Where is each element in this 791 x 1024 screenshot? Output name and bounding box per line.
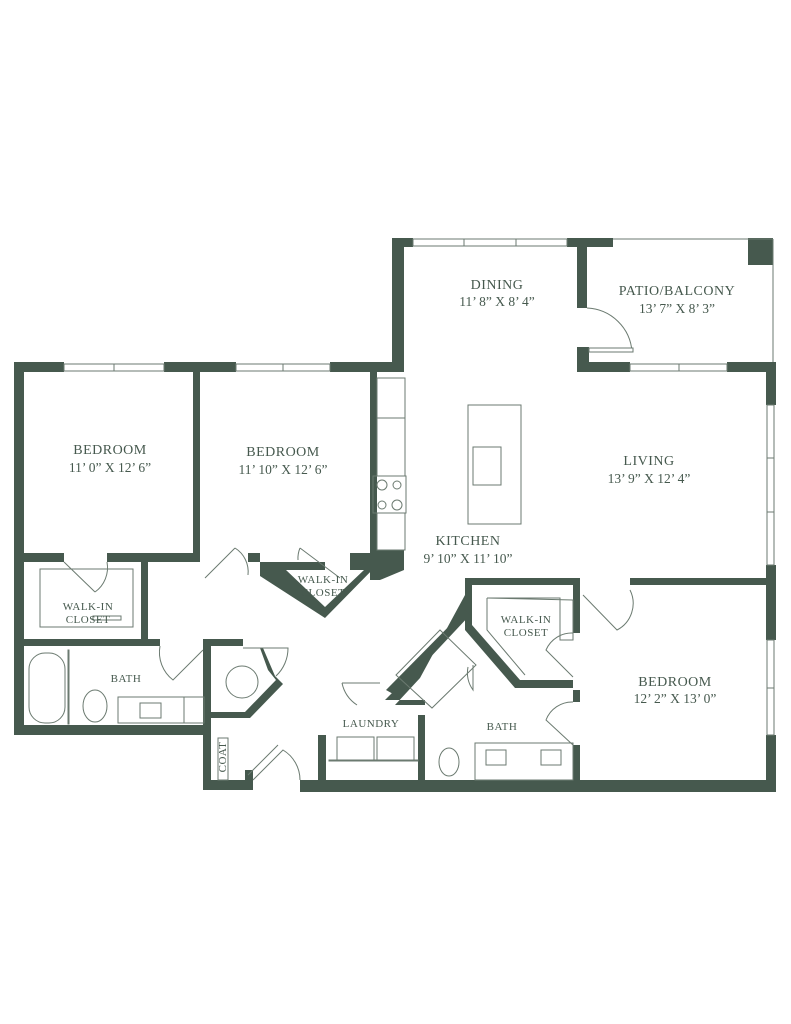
closet1-label-line2: CLOSET: [66, 614, 111, 626]
walls: [14, 238, 776, 792]
closet2-label-line1: WALK-IN: [298, 574, 349, 586]
bath1-label: BATH: [111, 673, 142, 685]
closet3-label-line2: CLOSET: [504, 627, 549, 639]
kitchen-island: [467, 404, 522, 525]
toilet: [438, 747, 460, 777]
closet3-label-line1: WALK-IN: [501, 614, 552, 626]
closet1-label-line1: WALK-IN: [63, 601, 114, 613]
dining-dims: 11’ 8” X 8’ 4”: [459, 294, 534, 309]
kitchen-dims: 9’ 10” X 11’ 10”: [424, 551, 513, 566]
bedroom2-dims: 11’ 10” X 12’ 6”: [239, 462, 328, 477]
windows: [63, 238, 775, 736]
bedroom1-dims: 11’ 0” X 12’ 6”: [69, 460, 151, 475]
laundry-label: LAUNDRY: [343, 718, 400, 730]
coat-closet-label: COAT: [217, 742, 229, 773]
patio-label: PATIO/BALCONY: [619, 284, 735, 299]
closet2-label-line2: CLOSET: [301, 587, 346, 599]
room-labels: BEDROOM 11’ 0” X 12’ 6” BEDROOM 11’ 10” …: [63, 278, 735, 773]
living-label: LIVING: [623, 454, 674, 469]
bedroom2-label: BEDROOM: [246, 445, 320, 460]
dining-label: DINING: [471, 278, 524, 293]
kitchen-label: KITCHEN: [436, 534, 501, 549]
kitchen-sink: [472, 446, 502, 486]
patio-dims: 13’ 7” X 8’ 3”: [639, 301, 715, 316]
bath2-label: BATH: [487, 721, 518, 733]
living-dims: 13’ 9” X 12’ 4”: [608, 471, 691, 486]
bedroom3-dims: 12’ 2” X 13’ 0”: [634, 691, 717, 706]
fixtures: [28, 377, 574, 781]
bathtub: [28, 652, 66, 724]
patio-outline: [613, 238, 774, 362]
bedroom3-label: BEDROOM: [638, 675, 712, 690]
toilet: [82, 689, 108, 723]
bedroom1-label: BEDROOM: [73, 443, 147, 458]
doors: [63, 307, 634, 781]
